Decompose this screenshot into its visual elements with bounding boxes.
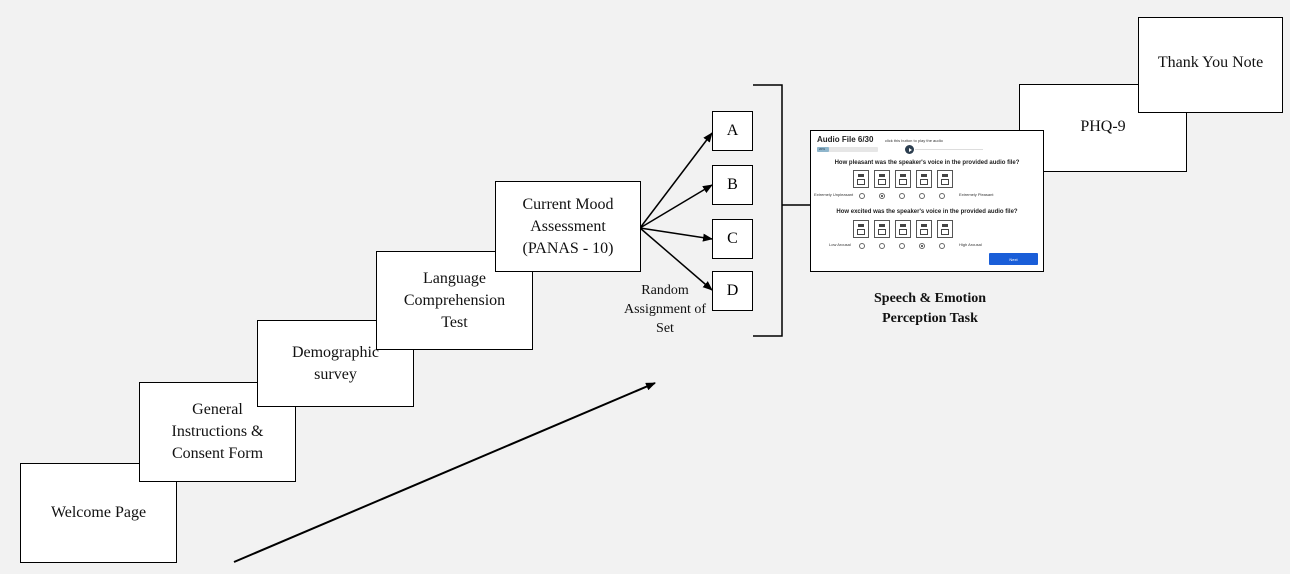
valence-option[interactable] bbox=[939, 193, 945, 199]
arousal-option[interactable] bbox=[919, 243, 925, 249]
arrow-to-set-c bbox=[639, 227, 713, 242]
sam-figure bbox=[874, 220, 890, 238]
sam-figure bbox=[916, 170, 932, 188]
step-line: Language bbox=[422, 269, 487, 287]
next-button[interactable]: Next bbox=[989, 253, 1038, 265]
progress-arrow bbox=[233, 382, 656, 563]
arousal-high-anchor: High Arousal bbox=[959, 242, 982, 247]
arousal-sam-figures bbox=[853, 220, 953, 238]
step-phq9: PHQ-9 bbox=[1019, 84, 1187, 172]
step-text: Demographic survey bbox=[292, 342, 379, 386]
step-line: (PANAS - 10) bbox=[522, 239, 614, 257]
arrow-to-set-d bbox=[639, 227, 713, 291]
step-line: Demographic bbox=[291, 343, 380, 361]
audio-file-header: Audio File 6/30 bbox=[817, 135, 874, 144]
set-d-box: D bbox=[712, 271, 753, 311]
audio-track bbox=[915, 149, 983, 150]
step-line: survey bbox=[314, 365, 357, 383]
question-arousal: How excited was the speaker's voice in t… bbox=[836, 209, 1018, 215]
step-line: PHQ-9 bbox=[1080, 118, 1126, 135]
arousal-radio-group bbox=[859, 243, 945, 249]
random-assignment-line: Set bbox=[656, 321, 674, 336]
step-line: Test bbox=[441, 313, 468, 331]
random-assignment-line: Random bbox=[641, 283, 689, 298]
step-line: Welcome Page bbox=[50, 504, 147, 521]
arousal-option[interactable] bbox=[899, 243, 905, 249]
random-assignment-line: Assignment of bbox=[623, 302, 707, 317]
arrow-to-set-b bbox=[639, 184, 713, 229]
step-thank-you-note: Thank You Note bbox=[1138, 17, 1283, 113]
sam-figure bbox=[916, 220, 932, 238]
set-b-box: B bbox=[712, 165, 753, 205]
play-hint: click this button to play the audio bbox=[885, 138, 943, 143]
step-line: Instructions & bbox=[171, 423, 264, 440]
progress-bar: 20% bbox=[817, 147, 878, 152]
sam-figure bbox=[853, 220, 869, 238]
sam-figure bbox=[895, 170, 911, 188]
random-assignment-label: Random Assignment of Set bbox=[615, 281, 715, 338]
step-text: Welcome Page bbox=[51, 502, 146, 524]
task-caption-line: Speech & Emotion bbox=[874, 291, 986, 306]
question-pleasantness: How pleasant was the speaker's voice in … bbox=[834, 160, 1020, 166]
set-c-label: C bbox=[727, 230, 738, 247]
task-caption-line: Perception Task bbox=[882, 311, 978, 326]
set-a-box: A bbox=[712, 111, 753, 151]
progress-label: 20% bbox=[819, 147, 826, 151]
set-c-box: C bbox=[712, 219, 753, 259]
sam-figure bbox=[895, 220, 911, 238]
sam-figure bbox=[937, 220, 953, 238]
valence-sam-figures bbox=[853, 170, 953, 188]
arousal-option[interactable] bbox=[879, 243, 885, 249]
arousal-low-anchor: Low Arousal bbox=[829, 242, 851, 247]
valence-option[interactable] bbox=[919, 193, 925, 199]
step-line: Comprehension bbox=[403, 291, 506, 309]
progress-fill bbox=[817, 147, 830, 152]
play-audio-button[interactable] bbox=[905, 145, 914, 154]
scale-low-anchor: Extremely Unpleasant bbox=[814, 192, 854, 197]
valence-option[interactable] bbox=[879, 193, 885, 199]
step-text: PHQ-9 bbox=[1080, 116, 1125, 138]
sam-figure bbox=[853, 170, 869, 188]
valence-option[interactable] bbox=[899, 193, 905, 199]
step-line: General bbox=[192, 401, 243, 418]
set-a-label: A bbox=[726, 122, 739, 139]
scale-high-anchor: Extremely Pleasant bbox=[959, 192, 994, 197]
valence-radio-group bbox=[859, 193, 945, 199]
step-line: Thank You Note bbox=[1157, 54, 1264, 71]
set-b-label: B bbox=[727, 176, 738, 193]
arousal-option[interactable] bbox=[939, 243, 945, 249]
valence-option[interactable] bbox=[859, 193, 865, 199]
arousal-option[interactable] bbox=[859, 243, 865, 249]
step-text: Thank You Note bbox=[1158, 52, 1263, 74]
step-line: Assessment bbox=[530, 217, 606, 235]
arrow-to-set-a bbox=[639, 132, 713, 229]
task-caption: Speech & Emotion Perception Task bbox=[840, 289, 1020, 329]
set-bracket bbox=[753, 84, 810, 337]
sam-figure bbox=[937, 170, 953, 188]
step-line: Current Mood bbox=[522, 195, 614, 213]
sam-figure bbox=[874, 170, 890, 188]
set-d-label: D bbox=[726, 282, 739, 299]
step-line: Consent Form bbox=[171, 445, 264, 462]
speech-emotion-task-screenshot: Audio File 6/30 click this button to pla… bbox=[810, 130, 1044, 272]
